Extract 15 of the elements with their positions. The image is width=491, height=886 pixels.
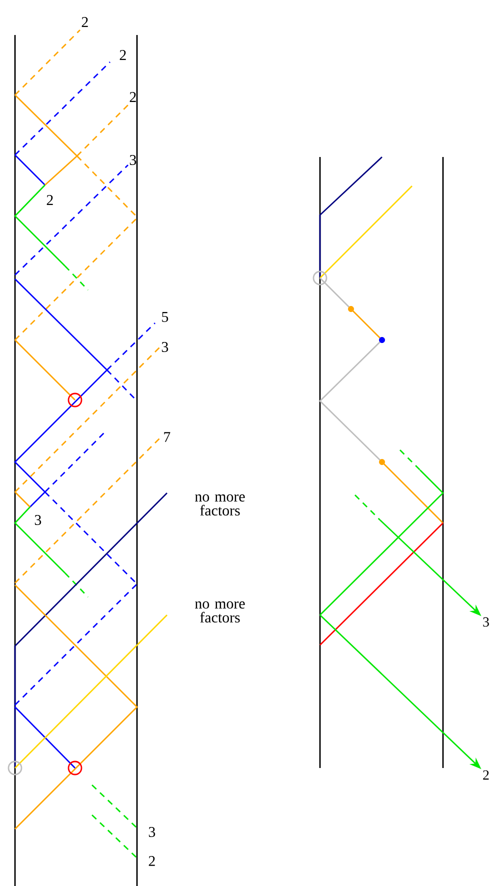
number-label: 2 — [120, 50, 126, 60]
number-label: 3 — [162, 342, 168, 352]
number-label: 2 — [148, 856, 155, 866]
number-label: no more factors — [195, 601, 245, 623]
number-label: 3 — [34, 514, 42, 525]
number-label: 2 — [130, 92, 136, 102]
number-label: 3 — [130, 154, 136, 165]
number-label: 5 — [162, 312, 168, 322]
number-label: 7 — [164, 432, 170, 442]
number-label: 3 — [483, 617, 489, 627]
number-label: 3 — [148, 826, 156, 837]
number-label: no more factors — [195, 494, 245, 516]
number-label: 2 — [82, 17, 88, 27]
number-label: 2 — [483, 770, 489, 780]
number-label: 2 — [46, 195, 53, 205]
